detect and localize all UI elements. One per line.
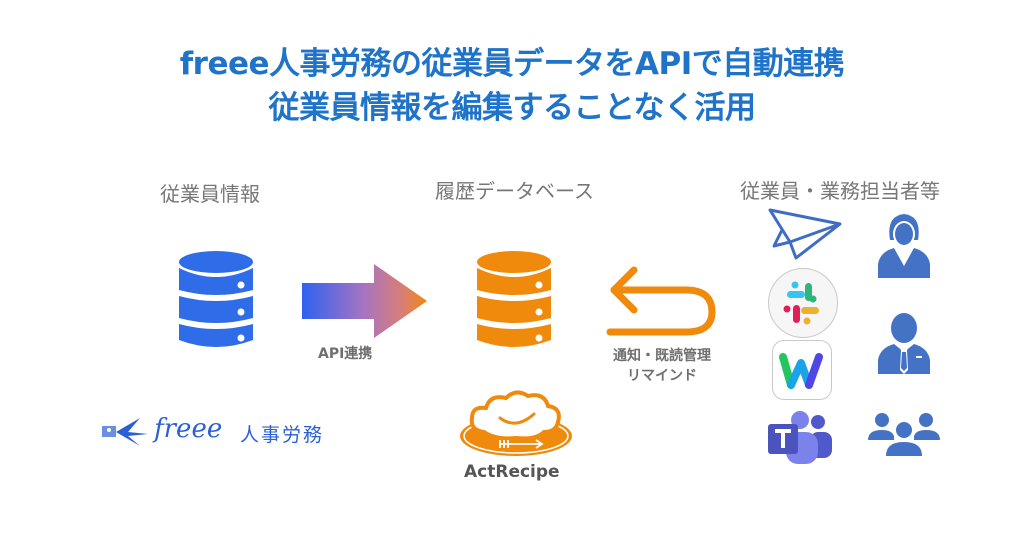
database-icon xyxy=(178,250,254,350)
api-link-label: API連携 xyxy=(318,346,373,362)
title-line-1: freee人事労務の従業員データをAPIで自動連携 xyxy=(179,46,845,82)
notify-label-line-2: リマインド xyxy=(627,368,697,384)
notify-label-line-1: 通知・既読管理 xyxy=(613,348,711,364)
api-arrow-icon xyxy=(302,264,427,338)
woman-icon xyxy=(876,210,932,280)
notify-label: 通知・既読管理 リマインド xyxy=(600,346,724,386)
employees-staff-label: 従業員・業務担当者等 xyxy=(740,179,940,203)
businessman-icon xyxy=(876,308,932,376)
teams-icon xyxy=(766,410,836,466)
return-arrow-icon xyxy=(606,266,718,338)
freee-hr-logo: freee 人事労務 xyxy=(100,412,360,448)
history-db-label: 履歴データベース xyxy=(435,179,594,203)
paper-plane-icon xyxy=(768,208,842,262)
database-icon xyxy=(476,250,552,350)
wrike-icon xyxy=(772,340,832,400)
title-line-2: 従業員情報を編集することなく活用 xyxy=(268,90,756,126)
slack-icon xyxy=(768,268,838,338)
group-icon xyxy=(866,410,942,458)
employee-info-label: 従業員情報 xyxy=(160,182,260,206)
actrecipe-wordmark: ActRecipe xyxy=(464,462,560,482)
freee-bird-icon xyxy=(102,418,148,446)
chef-hat-icon xyxy=(460,390,572,456)
freee-wordmark: freee xyxy=(154,414,223,444)
freee-product-name: 人事労務 xyxy=(240,424,325,446)
actrecipe-logo: ActRecipe xyxy=(456,388,576,488)
